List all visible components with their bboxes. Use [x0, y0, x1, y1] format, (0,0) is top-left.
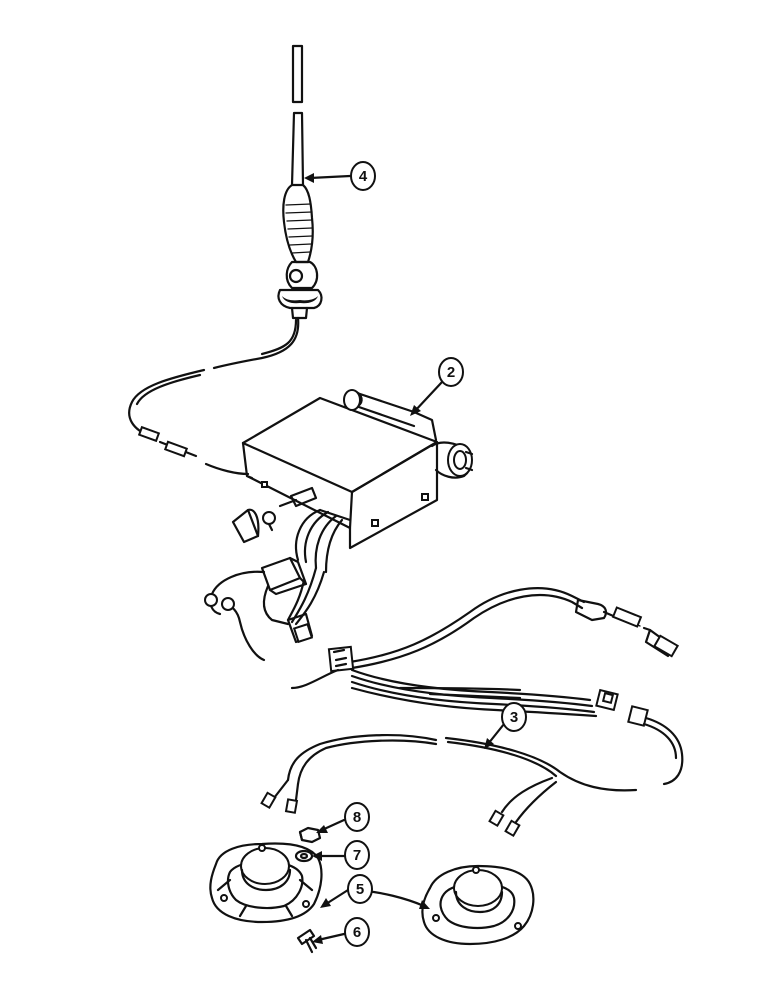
callout-2-label: 2: [447, 364, 455, 381]
washer: [294, 849, 314, 863]
nut: [298, 826, 322, 844]
speaker-harness: [260, 587, 684, 838]
bolt: [278, 486, 318, 508]
callout-6-label: 6: [353, 924, 361, 941]
callout-4: 4: [350, 161, 376, 191]
callout-leaders: [304, 173, 506, 944]
antenna-cable: [128, 316, 300, 476]
radio-harness: [204, 508, 352, 662]
callout-3-label: 3: [510, 709, 518, 726]
ground-lug-nut: [231, 508, 276, 544]
callout-8-label: 8: [353, 809, 361, 826]
radio-unit: [241, 389, 474, 550]
callout-5: 5: [347, 874, 373, 904]
callout-6: 6: [344, 917, 370, 947]
antenna: [277, 44, 323, 320]
callout-7: 7: [344, 840, 370, 870]
callout-2: 2: [438, 357, 464, 387]
screw: [296, 928, 318, 954]
callout-5-label: 5: [356, 881, 364, 898]
callout-8: 8: [344, 802, 370, 832]
speaker-right: [421, 864, 535, 946]
callout-4-label: 4: [359, 168, 368, 185]
callout-7-label: 7: [353, 847, 361, 864]
callout-3: 3: [501, 702, 527, 732]
speaker-left: [209, 842, 323, 924]
